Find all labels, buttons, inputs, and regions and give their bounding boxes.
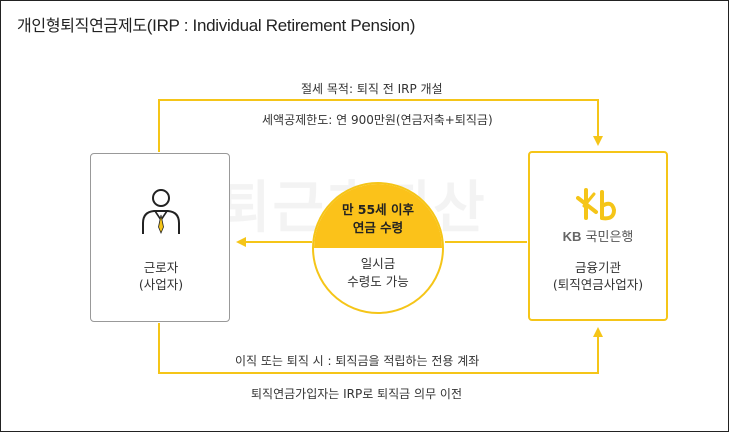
title-latin: (IRP : Individual Retirement Pension) (146, 16, 416, 35)
top-flow-sublabel: 세액공제한도: 연 900만원(연금저축+퇴직금) (262, 113, 493, 127)
circle-bottom-line2: 수령도 가능 (347, 274, 409, 289)
bottom-flow-label: 이직 또는 퇴직 시 : 퇴직금을 적립하는 전용 계좌 (235, 354, 480, 368)
title-korean: 개인형퇴직연금제도 (17, 16, 147, 35)
circle-top-line2: 연금 수령 (352, 220, 404, 235)
bank-label-block: 금융기관 (퇴직연금사업자) (528, 259, 668, 293)
kb-logo-name: 국민은행 (585, 230, 634, 245)
circle-bottom-line1: 일시금 (360, 256, 396, 271)
bottom-flow-sublabel: 퇴직연금가입자는 IRP로 퇴직금 의무 이전 (251, 387, 463, 401)
worker-label: 근로자 (143, 260, 179, 275)
kb-logo-text: KB 국민은행 (528, 226, 668, 245)
page-title: 개인형퇴직연금제도(IRP : Individual Retirement Pe… (17, 12, 415, 36)
kb-logo-kb: KB (562, 229, 582, 244)
circle-top-half (314, 184, 442, 248)
worker-sublabel: (사업자) (138, 277, 184, 292)
kb-logo-icon (576, 188, 617, 221)
person-icon (142, 189, 180, 235)
bank-sublabel: (퇴직연금사업자) (552, 277, 644, 292)
bank-label: 금융기관 (574, 260, 621, 275)
top-flow-label: 절세 목적: 퇴직 전 IRP 개설 (301, 82, 443, 96)
top-flow-arrow (158, 99, 603, 152)
bottom-flow-arrow (158, 323, 603, 374)
center-circle: 만 55세 이후 연금 수령 일시금 수령도 가능 (312, 182, 444, 314)
bank-box (528, 151, 668, 321)
circle-top-line1: 만 55세 이후 (341, 202, 415, 217)
worker-box: 근로자 (사업자) (90, 153, 230, 322)
